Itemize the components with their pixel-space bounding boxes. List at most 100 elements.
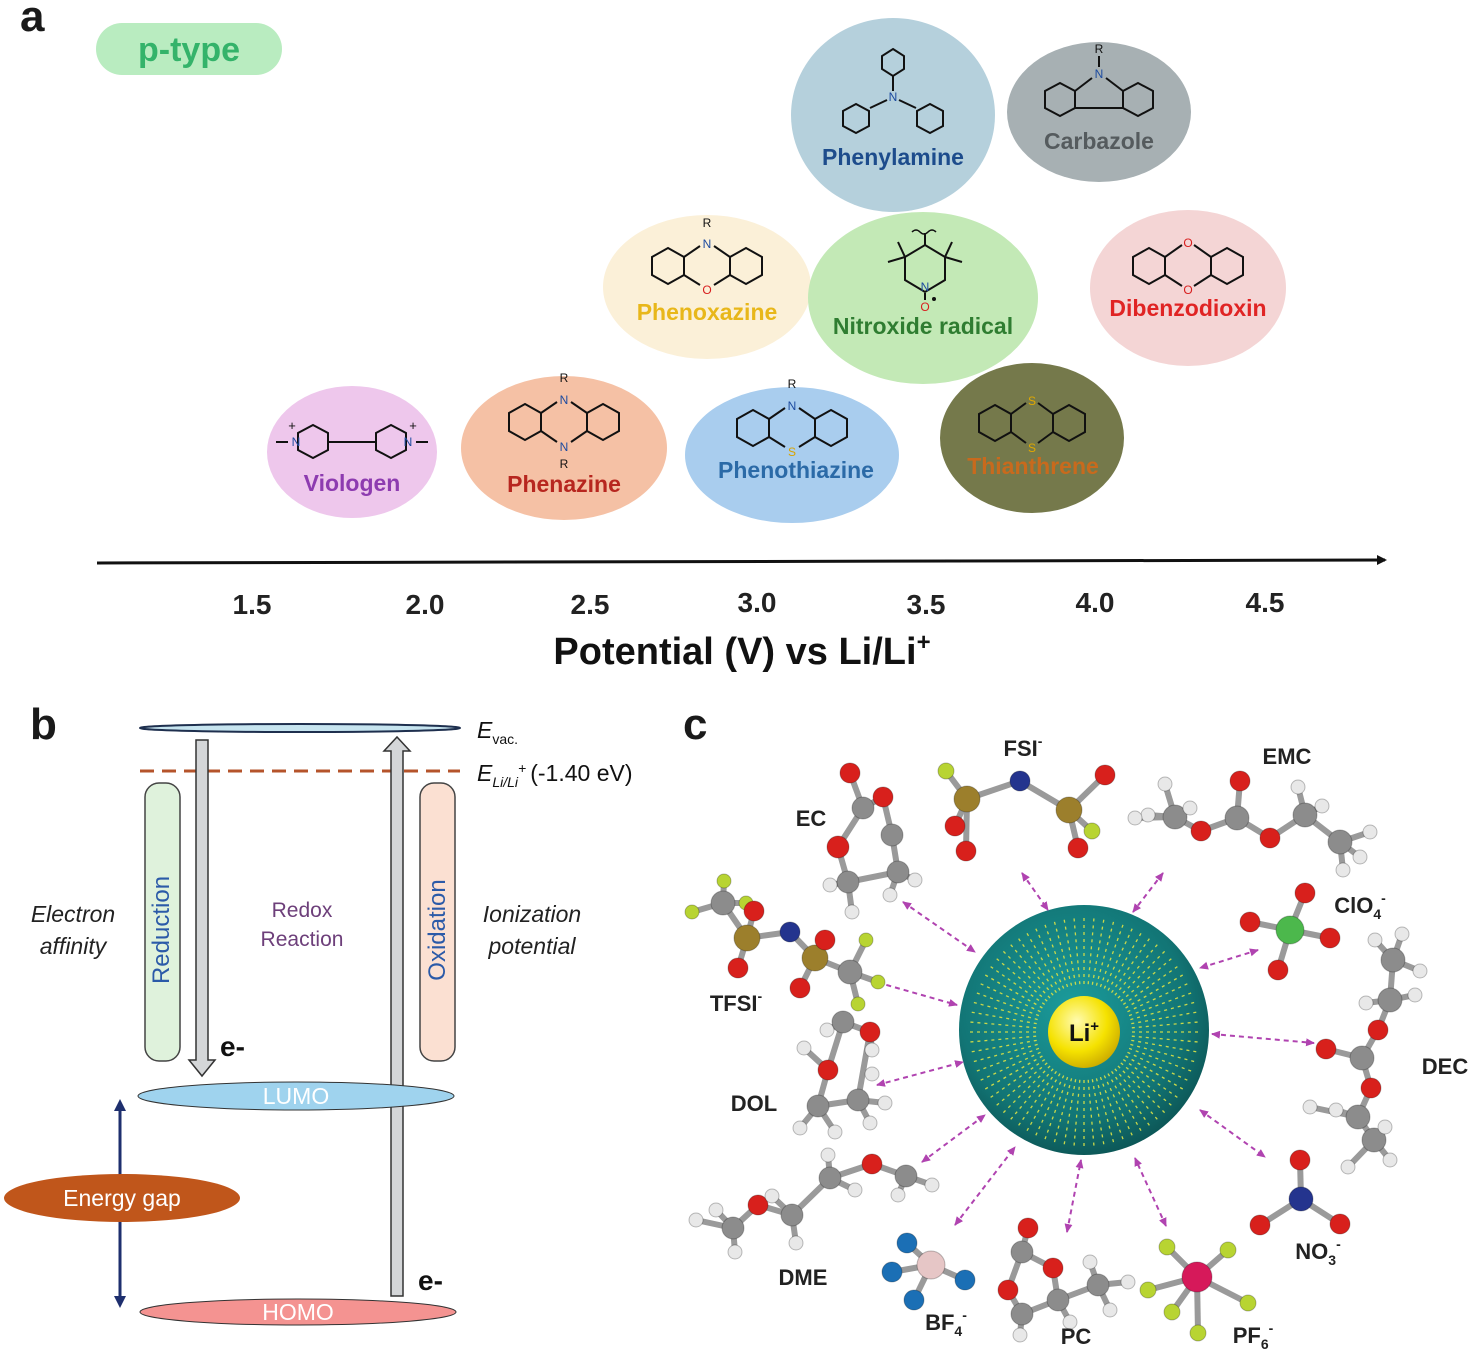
sphere-ray (1110, 934, 1153, 994)
compound-phenothiazine: R N S Phenothiazine (685, 377, 899, 523)
atom (1360, 1077, 1382, 1099)
sphere-ray (1052, 1078, 1073, 1147)
atom (1010, 1302, 1034, 1326)
atom (1086, 1273, 1110, 1297)
atom (716, 873, 732, 889)
bf4-label: BF4- (925, 1307, 967, 1339)
p-type-badge (96, 23, 282, 75)
dme-model (688, 1147, 940, 1260)
coordination-arrow (1132, 872, 1164, 913)
atom (880, 823, 904, 847)
atom (837, 959, 863, 985)
li-core-label: Li+ (1069, 1018, 1099, 1047)
atom (1412, 963, 1428, 979)
atom (822, 877, 838, 893)
atom (1139, 1281, 1157, 1299)
sphere-ray (976, 1051, 1041, 1083)
atom (1219, 1241, 1237, 1259)
bf4-model (881, 1232, 976, 1311)
sphere-ray (1095, 1078, 1116, 1147)
compound-phenylamine: N Phenylamine (791, 18, 995, 212)
sphere-ray (993, 955, 1048, 1002)
sphere-ray (1062, 1079, 1077, 1149)
atom (1229, 770, 1251, 792)
sphere-ray (1073, 914, 1081, 985)
atom (814, 929, 836, 951)
atom (1380, 947, 1406, 973)
sphere-ray (1114, 941, 1161, 996)
sphere-ray (1052, 917, 1073, 986)
sphere-ray (1033, 924, 1065, 989)
sphere-ray (1015, 1070, 1058, 1130)
atom (839, 762, 861, 784)
ec-label: EC (796, 806, 827, 831)
evac-level (139, 723, 461, 733)
atom (1017, 1217, 1039, 1239)
reduction-arrow (187, 739, 217, 1078)
compound-thianthrene: S S Thianthrene (940, 363, 1124, 513)
atom (1239, 911, 1261, 933)
atom (708, 1202, 724, 1218)
atom (1009, 770, 1031, 792)
sphere-ray (1103, 924, 1135, 989)
thianthrene-S-top: S (1028, 394, 1036, 408)
atom (1127, 810, 1143, 826)
sphere-ray (1107, 1073, 1144, 1135)
thianthrene-label: Thianthrene (967, 453, 1099, 479)
atom (688, 1212, 704, 1228)
pf6-label: PF6- (1233, 1320, 1274, 1352)
atom (721, 1216, 745, 1240)
atom (870, 974, 886, 990)
coordination-arrow (1021, 872, 1049, 911)
phenylamine-label: Phenylamine (822, 144, 964, 170)
sphere-ray (972, 991, 1040, 1017)
atom (1358, 995, 1374, 1011)
atom (788, 1235, 804, 1251)
sphere-ray (972, 1047, 1040, 1073)
atom (916, 1250, 946, 1280)
atom (1362, 824, 1378, 840)
atom (684, 904, 700, 920)
phenothiazine-R: R (788, 377, 797, 391)
axis-title: Potential (V) vs Li/Li+ (553, 629, 930, 673)
atom (937, 762, 955, 780)
atom (1407, 987, 1423, 1003)
phenazine-R-top: R (560, 371, 569, 385)
ionization-label-1: Ionization (483, 901, 581, 927)
atom (1067, 837, 1089, 859)
atom (819, 1022, 835, 1038)
sphere-ray (1062, 915, 1077, 985)
sphere-ray (1122, 963, 1182, 1006)
atom (882, 887, 898, 903)
sphere-ray (1127, 1051, 1192, 1083)
energy-gap-label: Energy gap (63, 1185, 181, 1211)
atom (894, 1164, 918, 1188)
sphere-ray (986, 963, 1046, 1006)
viologen-N-left: N (292, 435, 301, 449)
pc-label: PC (1061, 1324, 1092, 1349)
dibenzodioxin-O-top: O (1183, 236, 1192, 250)
panel-a-letter: a (20, 0, 45, 41)
atom (796, 1040, 812, 1056)
coordination-arrows (868, 872, 1315, 1233)
reduction-label: Reduction (148, 876, 175, 984)
coordination-arrow (1134, 1157, 1167, 1227)
atom (1275, 915, 1305, 945)
atom (1162, 804, 1188, 830)
sphere-ray (1043, 1076, 1069, 1144)
phenothiazine-label: Phenothiazine (718, 457, 874, 483)
pc-model (997, 1217, 1136, 1343)
dol-model (792, 1010, 893, 1140)
axis-tick-3.0: 3.0 (738, 587, 777, 618)
dol-label: DOL (731, 1091, 777, 1116)
atom (1319, 927, 1341, 949)
atom (818, 1166, 842, 1190)
atom (1361, 1127, 1387, 1153)
atom (831, 1010, 855, 1034)
sphere-ray (1120, 955, 1175, 1002)
compound-dibenzodioxin: O O Dibenzodioxin (1090, 210, 1286, 366)
panel-b: Evac. ELi/Li+(-1.40 eV) Reduction Oxidat… (4, 717, 632, 1326)
atom (844, 904, 860, 920)
sphere-ray (1087, 914, 1095, 985)
phenazine-N-bottom: N (560, 440, 569, 454)
